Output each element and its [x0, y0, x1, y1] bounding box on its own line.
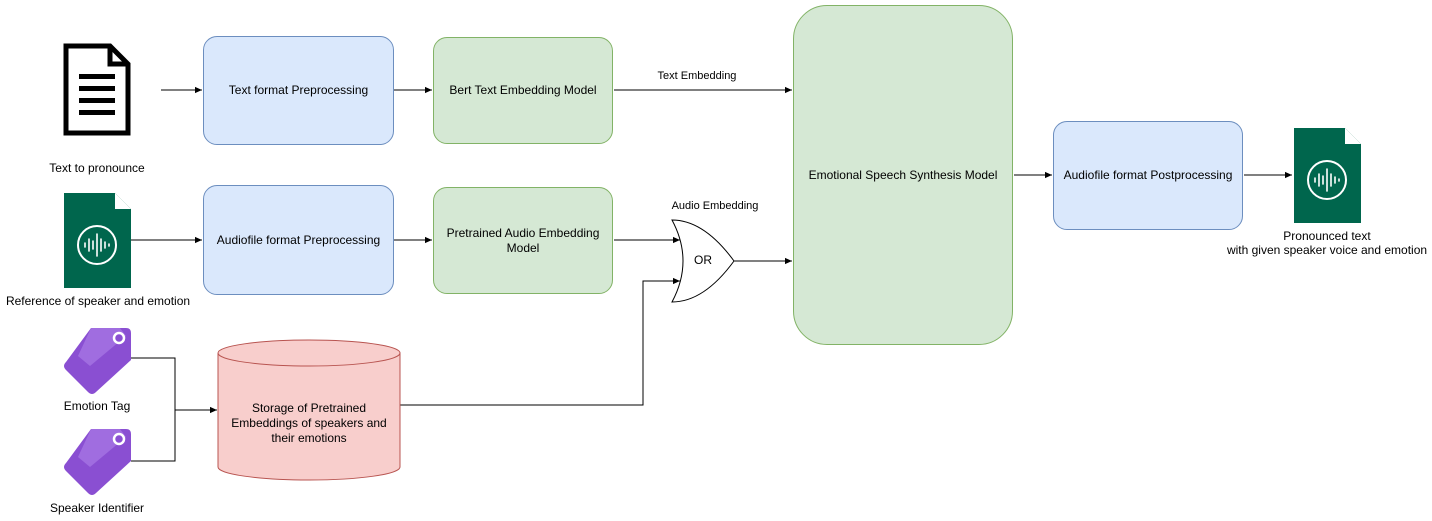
postprocessing-node: Audiofile format Postprocessing	[1053, 121, 1243, 230]
document-icon	[63, 43, 131, 136]
tag-icon	[64, 328, 131, 394]
or-gate	[671, 219, 735, 303]
audio-embedding-edge-label: Audio Embedding	[671, 200, 759, 212]
speech-synthesis-node: Emotional Speech Synthesis Model	[793, 5, 1013, 345]
tag-icon	[64, 429, 131, 495]
bert-embedding-label: Bert Text Embedding Model	[449, 83, 597, 97]
storage-cylinder	[217, 339, 401, 481]
or-gate-label: OR	[694, 253, 712, 267]
bert-embedding-node: Bert Text Embedding Model	[433, 37, 613, 144]
edge-storage-to-or	[400, 277, 680, 406]
text-preprocessing-node: Text format Preprocessing	[203, 36, 394, 145]
connectors	[131, 86, 1292, 462]
audio-embedding-label: Pretrained Audio Embedding Model	[446, 225, 600, 255]
audio-preprocessing-label: Audiofile format Preprocessing	[216, 232, 381, 247]
output-label: Pronounced text with given speaker voice…	[1226, 229, 1428, 257]
audio-file-icon	[64, 193, 131, 288]
text-input-label: Text to pronounce	[49, 161, 145, 175]
speech-synthesis-label: Emotional Speech Synthesis Model	[808, 167, 998, 182]
edge-speakerid-to-storage	[131, 410, 176, 462]
audio-preprocessing-node: Audiofile format Preprocessing	[203, 185, 394, 295]
edge-emotiontag-to-storage	[131, 357, 217, 414]
text-embedding-label: Text Embedding	[657, 70, 737, 82]
text-preprocessing-label: Text format Preprocessing	[228, 83, 369, 97]
emotion-tag-label: Emotion Tag	[63, 399, 131, 413]
speaker-id-label: Speaker Identifier	[49, 501, 145, 515]
audio-file-icon	[1294, 128, 1361, 223]
postprocessing-label: Audiofile format Postprocessing	[1063, 168, 1233, 182]
storage-label: Storage of Pretrained Embeddings of spea…	[231, 400, 387, 445]
reference-input-label: Reference of speaker and emotion	[5, 294, 191, 308]
audio-embedding-node: Pretrained Audio Embedding Model	[433, 187, 613, 294]
